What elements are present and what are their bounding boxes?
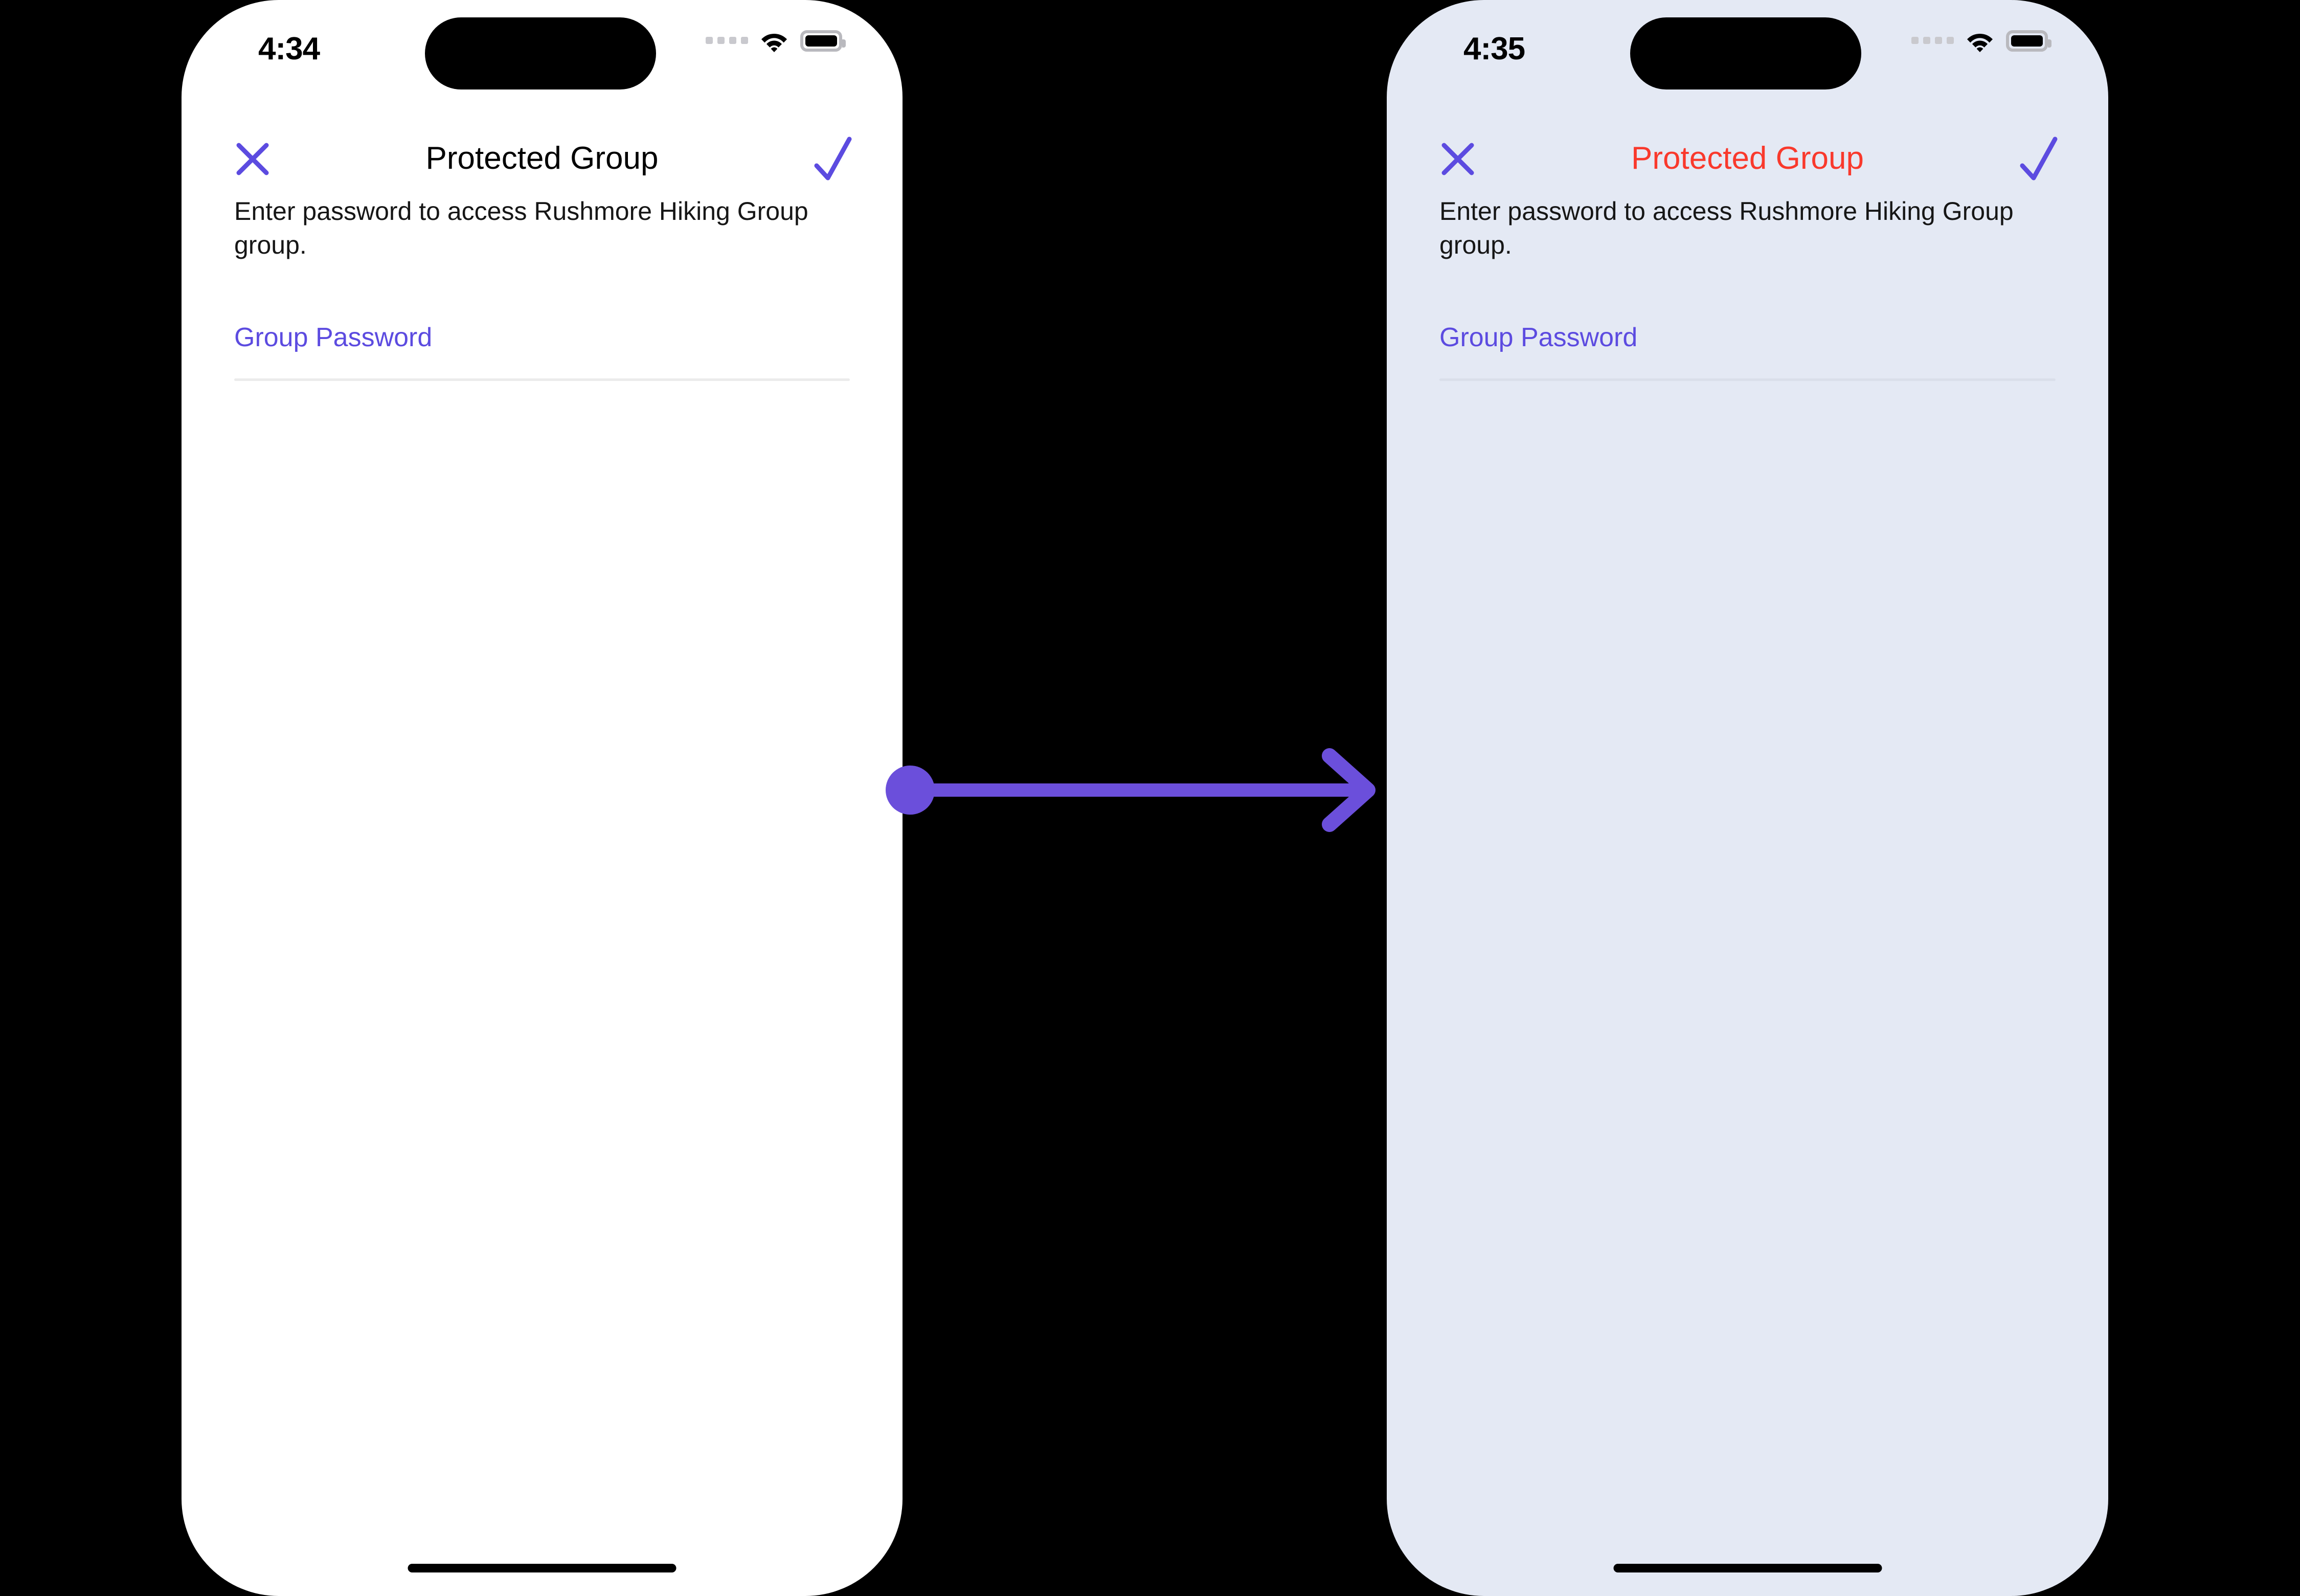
checkmark-icon[interactable] — [813, 134, 853, 183]
cellular-signal-icon — [1911, 37, 1954, 44]
cellular-signal-icon — [706, 37, 748, 44]
close-icon[interactable] — [1440, 141, 1476, 177]
home-indicator — [1613, 1564, 1882, 1572]
wifi-icon — [761, 34, 787, 52]
home-indicator — [408, 1564, 677, 1572]
navigation-bar-after: Protected Group — [1387, 128, 2108, 189]
page-title: Protected Group — [1631, 141, 1864, 176]
page-title: Protected Group — [425, 141, 659, 176]
phone-screen-before: 4:34 Protected Group Enter password to a… — [182, 0, 903, 1596]
field-underline — [234, 378, 850, 381]
dynamic-island — [425, 17, 656, 89]
group-password-field[interactable]: Group Password — [234, 322, 850, 381]
group-password-label: Group Password — [234, 323, 433, 352]
field-underline — [1439, 378, 2056, 381]
status-bar-indicators — [706, 30, 846, 52]
status-bar-indicators — [1911, 30, 2051, 52]
group-password-field[interactable]: Group Password — [1439, 322, 2056, 381]
status-bar: 4:35 — [1387, 0, 2108, 107]
status-bar-clock: 4:35 — [1463, 31, 1525, 66]
arrow-head — [1322, 748, 1376, 832]
navigation-bar-before: Protected Group — [182, 128, 903, 189]
status-bar: 4:34 — [182, 0, 903, 107]
group-password-label: Group Password — [1439, 323, 1638, 352]
status-bar-clock: 4:34 — [258, 31, 320, 66]
battery-icon — [2006, 30, 2051, 52]
instruction-text: Enter password to access Rushmore Hiking… — [1439, 197, 2014, 259]
instruction-text: Enter password to access Rushmore Hiking… — [234, 197, 808, 259]
wifi-icon — [1967, 34, 1993, 52]
close-icon[interactable] — [235, 141, 270, 177]
dynamic-island — [1630, 17, 1861, 89]
checkmark-icon[interactable] — [2018, 134, 2059, 183]
transition-arrow — [886, 748, 1376, 832]
screen-content-before: Enter password to access Rushmore Hiking… — [234, 194, 850, 381]
battery-icon — [800, 30, 846, 52]
screen-content-after: Enter password to access Rushmore Hiking… — [1439, 194, 2056, 381]
phone-screen-after: 4:35 Protected Group Enter password to a… — [1387, 0, 2108, 1596]
